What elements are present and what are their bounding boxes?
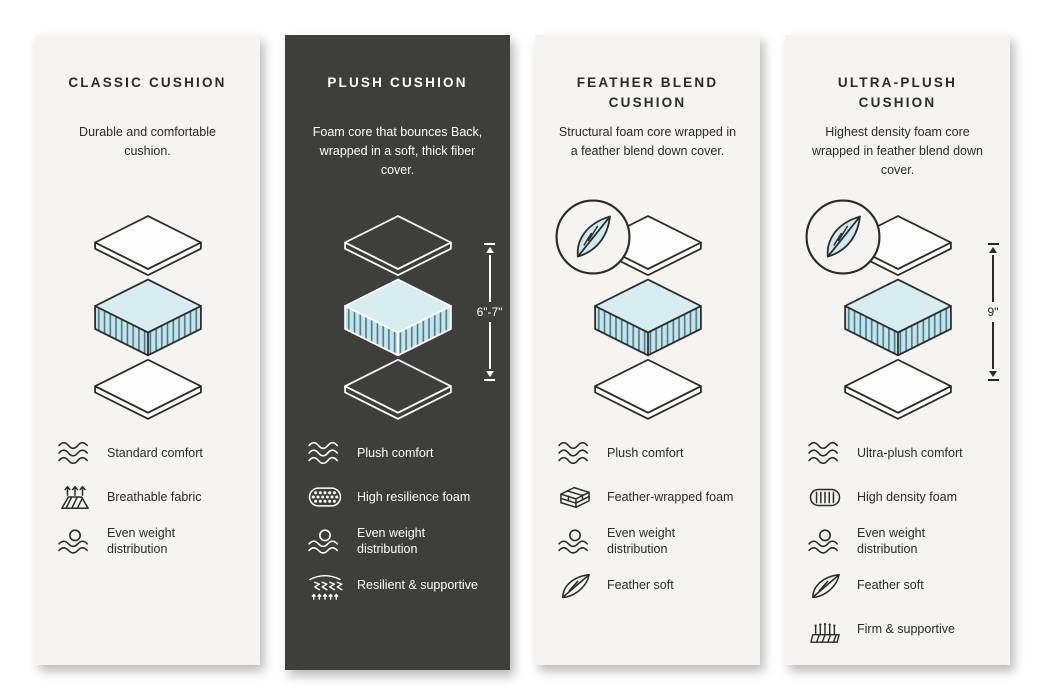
cushion-stack-illustration [323, 209, 473, 425]
waves-icon [806, 438, 844, 468]
density-foam-icon [806, 482, 844, 512]
height-dimension: 6"-7" [477, 243, 503, 381]
feature-row: Feather soft [556, 570, 739, 602]
card-description: Highest density foam core wrapped in fea… [812, 125, 983, 177]
feature-label: High density foam [857, 489, 958, 504]
height-label: 6"-7" [476, 305, 503, 319]
cushion-layers-diagram [73, 209, 223, 425]
feature-label: Even weight distribution [357, 526, 426, 557]
honeycomb-icon [306, 482, 344, 512]
feature-label: Plush comfort [357, 445, 434, 460]
feature-row: High resilience foam [306, 481, 489, 513]
feature-row: Standard comfort [56, 437, 239, 469]
cushion-comparison-board: CLASSIC CUSHION Durable and comfortable … [35, 35, 1010, 670]
feather-badge-icon [553, 197, 633, 277]
waves-icon [56, 438, 94, 468]
feature-label: Even weight distribution [857, 526, 926, 557]
feather-icon [806, 571, 844, 601]
feature-row: Even weight distribution [306, 525, 489, 558]
feature-row: Even weight distribution [556, 525, 739, 558]
card-description: Foam core that bounces Back, wrapped in … [312, 125, 483, 177]
feature-list: Plush comfort Feather-wrapped foam Even … [556, 437, 739, 614]
feather-icon [556, 571, 594, 601]
cushion-layers-diagram: 9" [823, 209, 999, 425]
feature-row: Plush comfort [556, 437, 739, 469]
card-title: FEATHER BLEND CUSHION [576, 75, 719, 110]
feature-row: High density foam [806, 481, 989, 513]
card-ultra-plush-cushion: ULTRA-PLUSH CUSHION Highest density foam… [785, 35, 1010, 665]
springs-icon [306, 571, 344, 601]
weight-distribution-icon [556, 526, 594, 556]
weight-distribution-icon [56, 526, 94, 556]
height-label: 9" [987, 305, 999, 319]
card-title: ULTRA-PLUSH CUSHION [837, 75, 958, 110]
feature-label: Ultra-plush comfort [857, 445, 963, 460]
card-plush-cushion: PLUSH CUSHION Foam core that bounces Bac… [285, 35, 510, 670]
feature-row: Resilient & supportive [306, 570, 489, 602]
feature-label: Plush comfort [607, 445, 684, 460]
cushion-layers-diagram: 6"-7" [323, 209, 503, 425]
weight-distribution-icon [306, 526, 344, 556]
firm-supportive-icon [806, 615, 844, 645]
feature-list: Standard comfort Breathable fabric Even … [56, 437, 239, 570]
feature-row: Firm & supportive [806, 614, 989, 646]
feature-label: Firm & supportive [857, 622, 955, 637]
card-title: CLASSIC CUSHION [68, 75, 227, 90]
bricks-icon [556, 482, 594, 512]
waves-icon [306, 438, 344, 468]
feature-label: Feather soft [607, 578, 674, 593]
feature-label: Even weight distribution [607, 526, 676, 557]
card-classic-cushion: CLASSIC CUSHION Durable and comfortable … [35, 35, 260, 665]
feature-row: Breathable fabric [56, 481, 239, 513]
feature-list: Ultra-plush comfort High density foam Ev… [806, 437, 989, 658]
feature-row: Even weight distribution [56, 525, 239, 558]
feature-label: Standard comfort [107, 445, 203, 460]
feature-row: Feather-wrapped foam [556, 481, 739, 513]
feature-label: Feather soft [857, 578, 924, 593]
feature-label: Breathable fabric [107, 489, 202, 504]
feature-label: High resilience foam [357, 489, 471, 504]
weight-distribution-icon [806, 526, 844, 556]
breathable-icon [56, 482, 94, 512]
height-dimension: 9" [987, 243, 999, 381]
feather-badge-icon [803, 197, 883, 277]
card-title: PLUSH CUSHION [327, 75, 468, 90]
feature-label: Even weight distribution [107, 526, 176, 557]
feature-row: Feather soft [806, 570, 989, 602]
feature-row: Plush comfort [306, 437, 489, 469]
feature-label: Resilient & supportive [357, 578, 478, 593]
card-feather-blend-cushion: FEATHER BLEND CUSHION Structural foam co… [535, 35, 760, 665]
waves-icon [556, 438, 594, 468]
feature-row: Ultra-plush comfort [806, 437, 989, 469]
card-description: Structural foam core wrapped in a feathe… [558, 125, 737, 158]
cushion-stack-illustration [73, 209, 223, 425]
feature-row: Even weight distribution [806, 525, 989, 558]
feature-label: Feather-wrapped foam [607, 489, 734, 504]
feature-list: Plush comfort High resilience foam Even … [306, 437, 489, 614]
card-description: Durable and comfortable cushion. [79, 125, 216, 158]
cushion-layers-diagram [573, 209, 723, 425]
